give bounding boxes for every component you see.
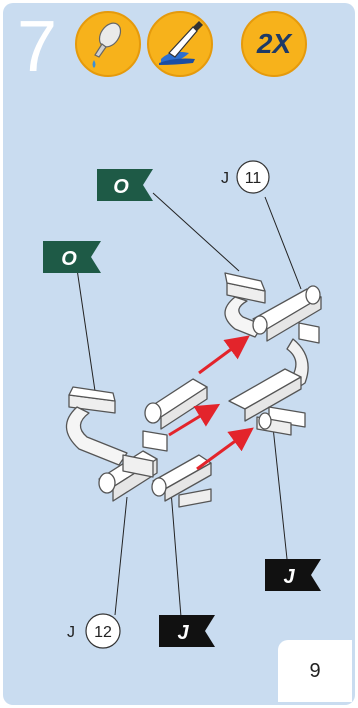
- leader-lines: [76, 192, 302, 618]
- callout-top-circle: [236, 160, 270, 194]
- page-number: 9: [309, 660, 321, 682]
- flag-bottom-left: J: [159, 615, 215, 647]
- flag-top: O: [97, 169, 153, 201]
- callout-bottom-circle: [85, 613, 121, 649]
- paint-brush-badge: [147, 11, 213, 77]
- assembly-diagram: O O J J J 11 J 12: [43, 160, 322, 649]
- glue-dropper-icon: [92, 22, 122, 68]
- flag-bottom-right: J: [265, 559, 321, 591]
- repeat-count-badge: 2X: [241, 11, 307, 77]
- arrow-middle: [168, 403, 221, 437]
- callout-top-number: 11: [245, 170, 262, 187]
- page-number-box: 9: [278, 640, 352, 702]
- callout-top: J 11: [221, 160, 270, 194]
- assembly-arrows: [168, 335, 254, 471]
- repeat-count-label: 2X: [256, 28, 292, 59]
- flag-left-label: O: [61, 248, 77, 270]
- right-track-module: [224, 272, 322, 436]
- callout-bottom-number: 12: [94, 624, 112, 641]
- step-number: 7: [17, 7, 58, 87]
- arrow-bottom: [196, 427, 254, 471]
- instruction-panel: 7 2X: [3, 3, 355, 705]
- callout-bottom: J 12: [67, 613, 121, 649]
- glue-drop-badge: [75, 11, 141, 77]
- flag-bottom-right-label: J: [283, 566, 295, 588]
- left-track-module: [65, 378, 212, 508]
- flag-bottom-left-label: J: [177, 622, 189, 644]
- flag-top-label: O: [113, 176, 129, 198]
- paint-brush-icon: [159, 21, 203, 65]
- callout-top-letter: J: [221, 170, 229, 187]
- arrow-top: [198, 335, 250, 375]
- flag-left: O: [43, 241, 101, 273]
- callout-bottom-letter: J: [67, 624, 75, 641]
